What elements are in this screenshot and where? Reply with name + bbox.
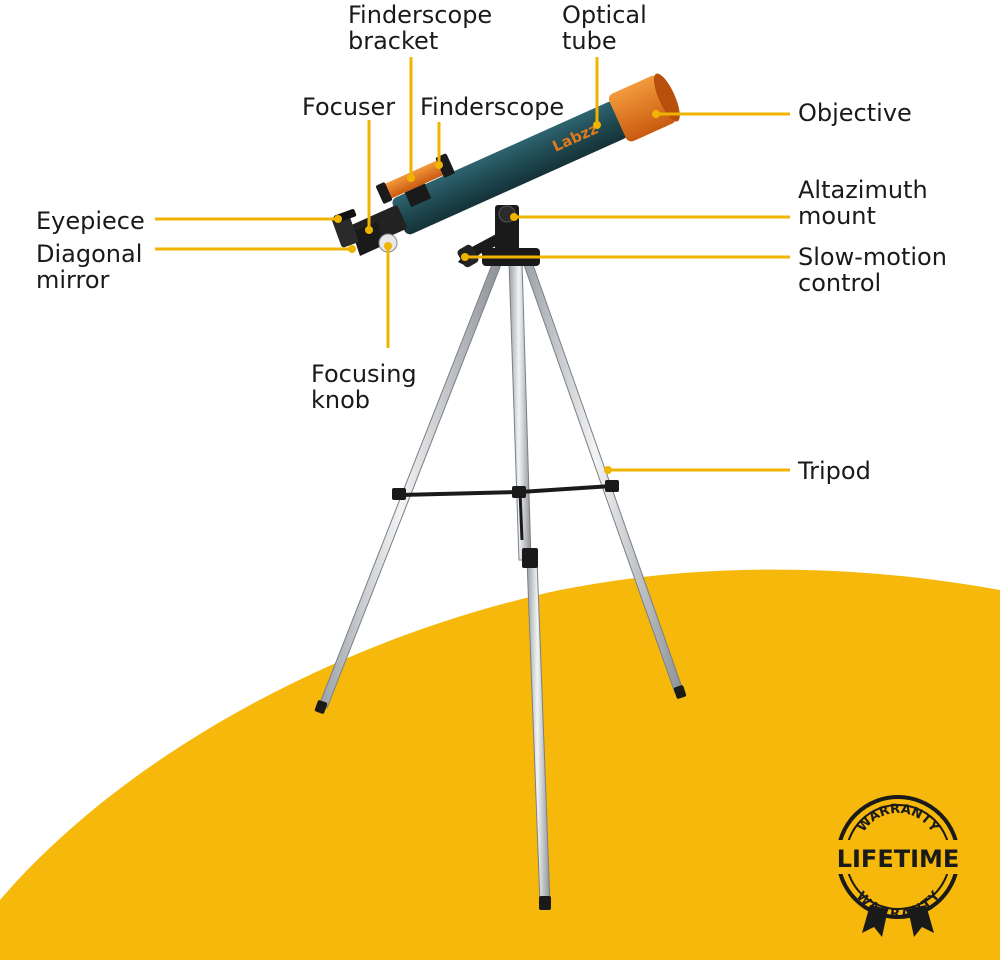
label-eyepiece: Eyepiece <box>36 207 145 235</box>
label-slow-motion-control: Slow-motion control <box>798 244 947 296</box>
background-hill <box>0 569 1000 960</box>
label-altazimuth-mount: Altazimuth mount <box>798 177 928 229</box>
label-tripod: Tripod <box>798 457 871 485</box>
label-finderscope: Finderscope <box>420 93 565 121</box>
leg-foot <box>314 700 328 714</box>
label-objective: Objective <box>798 99 912 127</box>
label-diagonal-mirror: Diagonal mirror <box>36 241 142 293</box>
finderscope-bracket <box>404 183 432 208</box>
label-line: mirror <box>36 266 110 294</box>
label-line: Altazimuth <box>798 176 928 204</box>
label-optical-tube: Optical tube <box>562 2 647 54</box>
optical-tube: Labzz <box>350 73 680 249</box>
label-line: knob <box>311 386 371 414</box>
label-finderscope-bracket: Finderscope bracket <box>348 2 492 54</box>
label-focuser: Focuser <box>302 93 396 121</box>
label-line: mount <box>798 202 876 230</box>
label-line: Slow-motion <box>798 243 947 271</box>
tripod <box>314 248 687 910</box>
spreader-bracket <box>512 486 526 498</box>
leg-foot <box>539 896 551 910</box>
label-line: control <box>798 269 882 297</box>
leader-dots <box>334 110 660 474</box>
label-line: Finderscope <box>348 1 493 29</box>
tripod-spreader <box>399 484 613 497</box>
tripod-spreader <box>518 491 524 541</box>
leg-clamp <box>522 548 538 568</box>
leader-lines <box>155 57 790 472</box>
label-line: Optical <box>562 1 647 29</box>
label-line: tube <box>562 27 617 55</box>
label-line: Diagonal <box>36 240 143 268</box>
diagonal-mirror <box>352 222 382 256</box>
spreader-bracket <box>392 488 406 500</box>
label-line: Focusing <box>311 360 417 388</box>
label-line: bracket <box>348 27 439 55</box>
badge-center-text: LIFETIME <box>837 845 960 873</box>
spreader-bracket <box>605 480 619 492</box>
leg-foot <box>673 685 687 699</box>
label-focusing-knob: Focusing knob <box>311 361 417 413</box>
